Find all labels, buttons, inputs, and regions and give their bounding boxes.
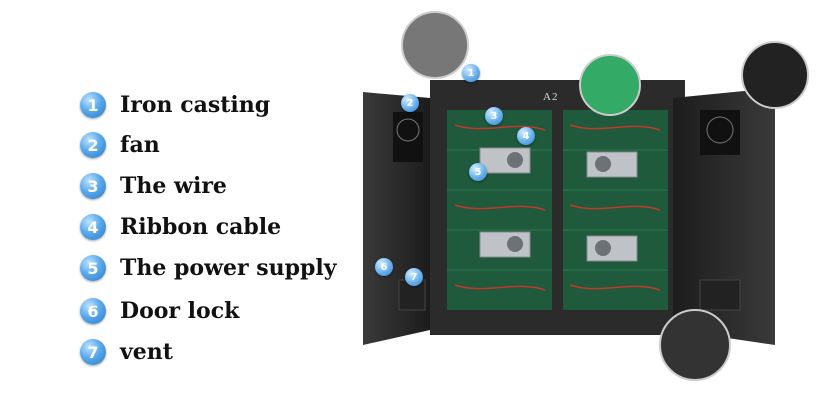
- vent-right: [699, 279, 741, 311]
- number-badge: 6: [80, 298, 106, 324]
- legend-label: Ribbon cable: [120, 214, 282, 240]
- power-supply-icons: [479, 147, 638, 262]
- cabinet-photo: A2 1 2 3 4 5 6 7: [355, 0, 827, 400]
- number-badge: 7: [80, 339, 106, 365]
- legend-label: The wire: [120, 173, 227, 199]
- vent-left: [398, 279, 426, 311]
- legend-item-iron-casting: 1 Iron casting: [80, 90, 270, 120]
- callout-badge: 5: [469, 163, 487, 181]
- legend-item-ribbon-cable: 4 Ribbon cable: [80, 212, 281, 242]
- legend-item-door-lock: 6 Door lock: [80, 296, 239, 326]
- callout-badge: 1: [462, 64, 480, 82]
- inset-door-lock: [659, 309, 731, 381]
- legend-label: Iron casting: [120, 92, 271, 118]
- legend-item-vent: 7 vent: [80, 337, 173, 367]
- legend-label: Door lock: [120, 298, 240, 324]
- cabinet-label: A2: [543, 91, 559, 103]
- module-panel-left: [447, 110, 552, 310]
- number-badge: 1: [80, 92, 106, 118]
- inset-fan: [741, 41, 809, 109]
- callout-badge: 6: [375, 258, 393, 276]
- callout-badge: 7: [405, 268, 423, 286]
- number-badge: 4: [80, 214, 106, 240]
- callout-badge: 2: [401, 94, 419, 112]
- legend-label: fan: [120, 132, 160, 158]
- cabinet-illustration: [363, 11, 809, 381]
- legend-item-wire: 3 The wire: [80, 171, 227, 201]
- callout-badge: 3: [485, 107, 503, 125]
- callout-badge: 4: [517, 127, 535, 145]
- inset-iron-casting: [401, 11, 469, 79]
- inset-ribbon-cable: [579, 54, 641, 116]
- legend-label: The power supply: [120, 255, 337, 281]
- number-badge: 3: [80, 173, 106, 199]
- wire-lines: [454, 124, 661, 291]
- number-badge: 5: [80, 255, 106, 281]
- legend-label: vent: [120, 339, 173, 365]
- legend-item-power-supply: 5 The power supply: [80, 253, 337, 283]
- legend-item-fan: 2 fan: [80, 130, 160, 160]
- number-badge: 2: [80, 132, 106, 158]
- module-panel-right: [563, 110, 668, 310]
- fan-unit-left: [393, 112, 423, 162]
- right-door: [673, 88, 775, 345]
